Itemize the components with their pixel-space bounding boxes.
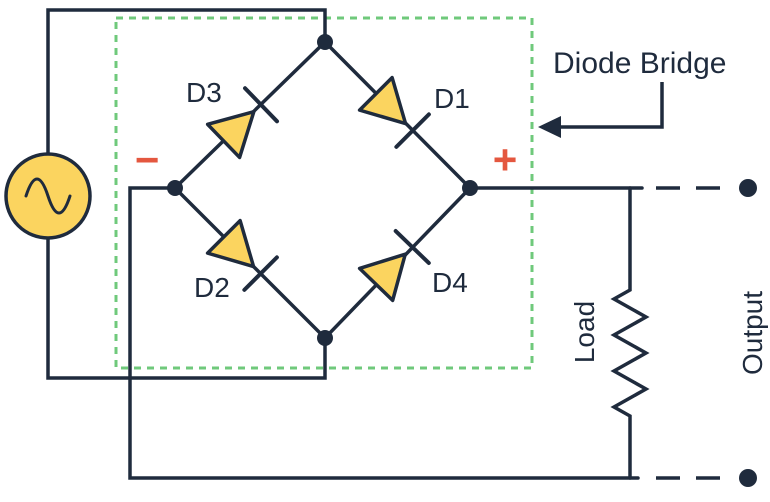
sine-wave-icon (24, 177, 72, 215)
output-terminal-top (739, 179, 757, 197)
node-left (167, 180, 183, 196)
diode-d1-cathode-bar (394, 112, 431, 149)
callout-arrow-head-icon (538, 116, 561, 138)
output-terminal-bottom (739, 469, 757, 487)
wire-negative-rail (128, 186, 640, 480)
diode-d3-symbol (205, 86, 279, 160)
diode-d4-cathode-bar (393, 229, 431, 265)
wire-ac-top (46, 8, 327, 157)
node-right (462, 180, 478, 196)
ac-source-symbol (4, 152, 92, 240)
diagram-title: Diode Bridge (553, 47, 726, 80)
diode-d1-symbol (357, 75, 431, 149)
diode-d2-cathode-bar (242, 255, 279, 292)
diode-d2-triangle (205, 218, 256, 269)
wire-ac-bottom (46, 235, 327, 380)
diode-d2-label: D2 (194, 272, 230, 303)
node-bottom (317, 330, 333, 346)
diode-d4-triangle (357, 252, 408, 303)
node-top (317, 34, 333, 50)
diode-d1-triangle (357, 75, 408, 126)
minus-sign: − (135, 136, 160, 183)
load-resistor (610, 186, 650, 480)
diode-d2-symbol (205, 218, 279, 292)
callout-arrow-line (556, 82, 664, 129)
diode-d3-cathode-bar (243, 86, 279, 124)
output-label: Output (737, 291, 768, 375)
diode-d1-label: D1 (434, 83, 470, 114)
diode-d4-label: D4 (432, 267, 468, 298)
diode-d4-symbol (357, 229, 431, 303)
load-label: Load (569, 301, 600, 363)
diode-d3-triangle (205, 109, 256, 160)
plus-sign: + (493, 136, 518, 183)
diode-d3-label: D3 (186, 77, 222, 108)
